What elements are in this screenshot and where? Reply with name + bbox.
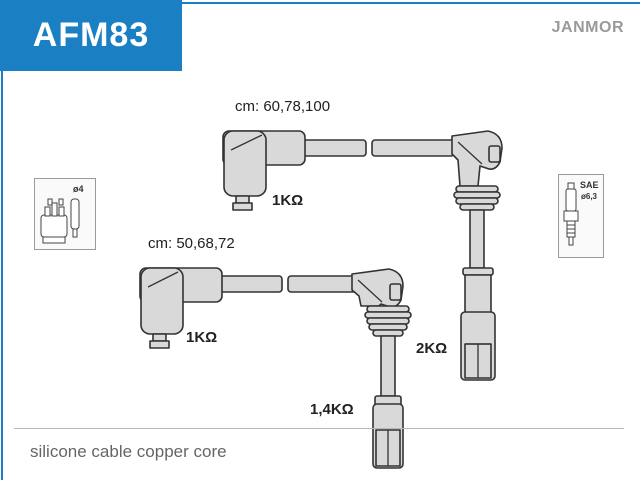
product-code-badge: AFM83 [0, 0, 182, 71]
left-rule [1, 71, 3, 480]
lower-left-boot [139, 267, 223, 349]
upper-cable [222, 130, 503, 381]
footer-description: silicone cable copper core [30, 442, 227, 461]
product-code: AFM83 [32, 16, 150, 54]
spark-plug-standard: SAE [580, 180, 599, 190]
spark-plug-icon: SAE ø6,3 [558, 174, 604, 258]
distributor-cap-drawing [40, 198, 80, 244]
lower-right-boot [351, 268, 412, 469]
footer-rule [14, 428, 624, 429]
distributor-diameter: ø4 [73, 184, 84, 194]
resistance-upper-right: 2KΩ [416, 340, 448, 357]
resistance-lower-left: 1KΩ [186, 329, 218, 346]
upper-left-boot [222, 130, 306, 211]
resistance-upper-left: 1KΩ [272, 192, 304, 209]
top-rule [182, 2, 640, 4]
spark-plug-drawing [563, 182, 579, 246]
upper-cable-lengths: cm: 60,78,100 [235, 98, 331, 115]
lower-cable-lengths: cm: 50,68,72 [148, 235, 235, 252]
brand-name: JANMOR [551, 19, 624, 36]
lower-cable [139, 267, 412, 469]
upper-right-boot [451, 130, 503, 381]
resistance-lower-right: 1,4KΩ [310, 401, 354, 418]
spark-plug-diameter: ø6,3 [581, 192, 598, 201]
distributor-cap-icon: ø4 [34, 178, 96, 250]
